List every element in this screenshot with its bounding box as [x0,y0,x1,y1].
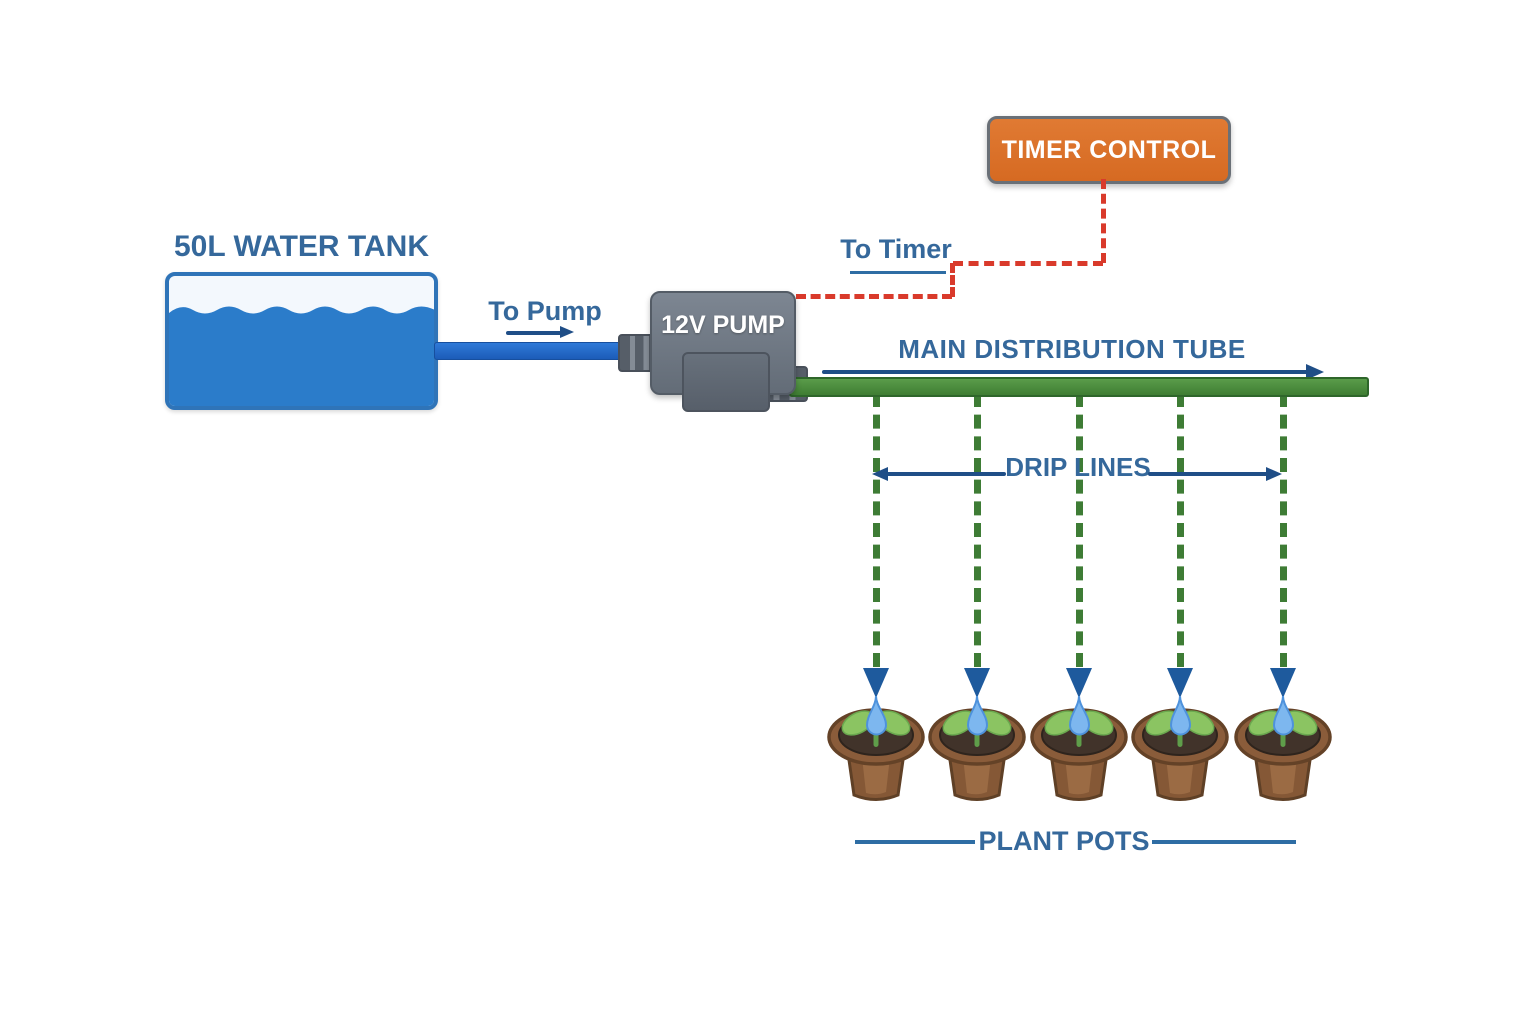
drip-lines-label: DRIP LINES [1005,452,1151,482]
timer-control-label: TIMER CONTROL [1001,135,1217,164]
main-distribution-tube [789,377,1369,397]
tank-label: 50L WATER TANK [173,230,429,263]
drip-arrowhead-icon [863,668,889,698]
drip-arrowhead-icon [1270,668,1296,698]
pump-label: 12V PUMP [661,311,785,339]
to-pump-label: To Pump [488,296,602,326]
water-drop-icon [1273,695,1294,736]
timer-control-box: TIMER CONTROL [987,116,1231,184]
water-fill [169,306,434,406]
tank-water [169,306,434,406]
main-tube-label: MAIN DISTRIBUTION TUBE [898,334,1246,364]
drip-arrowhead-icon [964,668,990,698]
plant-pots-label: PLANT POTS [978,826,1150,856]
drip-arrow-left [886,472,1006,476]
water-drop-icon [866,695,887,736]
drip-arrow-right [1148,472,1268,476]
water-drop-icon [1069,695,1090,736]
drip-line [873,393,880,667]
plant-pots-line-right [1152,840,1296,844]
plant-pots-line-left [855,840,975,844]
water-drop-icon [967,695,988,736]
drip-arrow-right-head-icon [1266,467,1282,481]
to-pump-arrow [506,331,562,335]
main-tube-arrow-head-icon [1306,364,1324,380]
drip-line [1280,393,1287,667]
drip-line [1177,393,1184,667]
to-pump-arrow-head-icon [560,326,574,338]
timer-wire-segment [796,294,952,299]
timer-wire-segment [1101,179,1106,263]
water-drop-icon [1170,695,1191,736]
water-tank [165,272,438,410]
main-tube-arrow [822,370,1310,374]
drip-line [974,393,981,667]
drip-arrow-left-head-icon [872,467,888,481]
drip-arrowhead-icon [1167,668,1193,698]
timer-wire-segment [950,263,955,297]
pump-motor-housing [682,352,770,412]
to-timer-underline [850,271,946,274]
timer-wire-segment [953,261,1103,266]
drip-arrowhead-icon [1066,668,1092,698]
drip-line [1076,393,1083,667]
to-timer-label: To Timer [840,234,952,264]
